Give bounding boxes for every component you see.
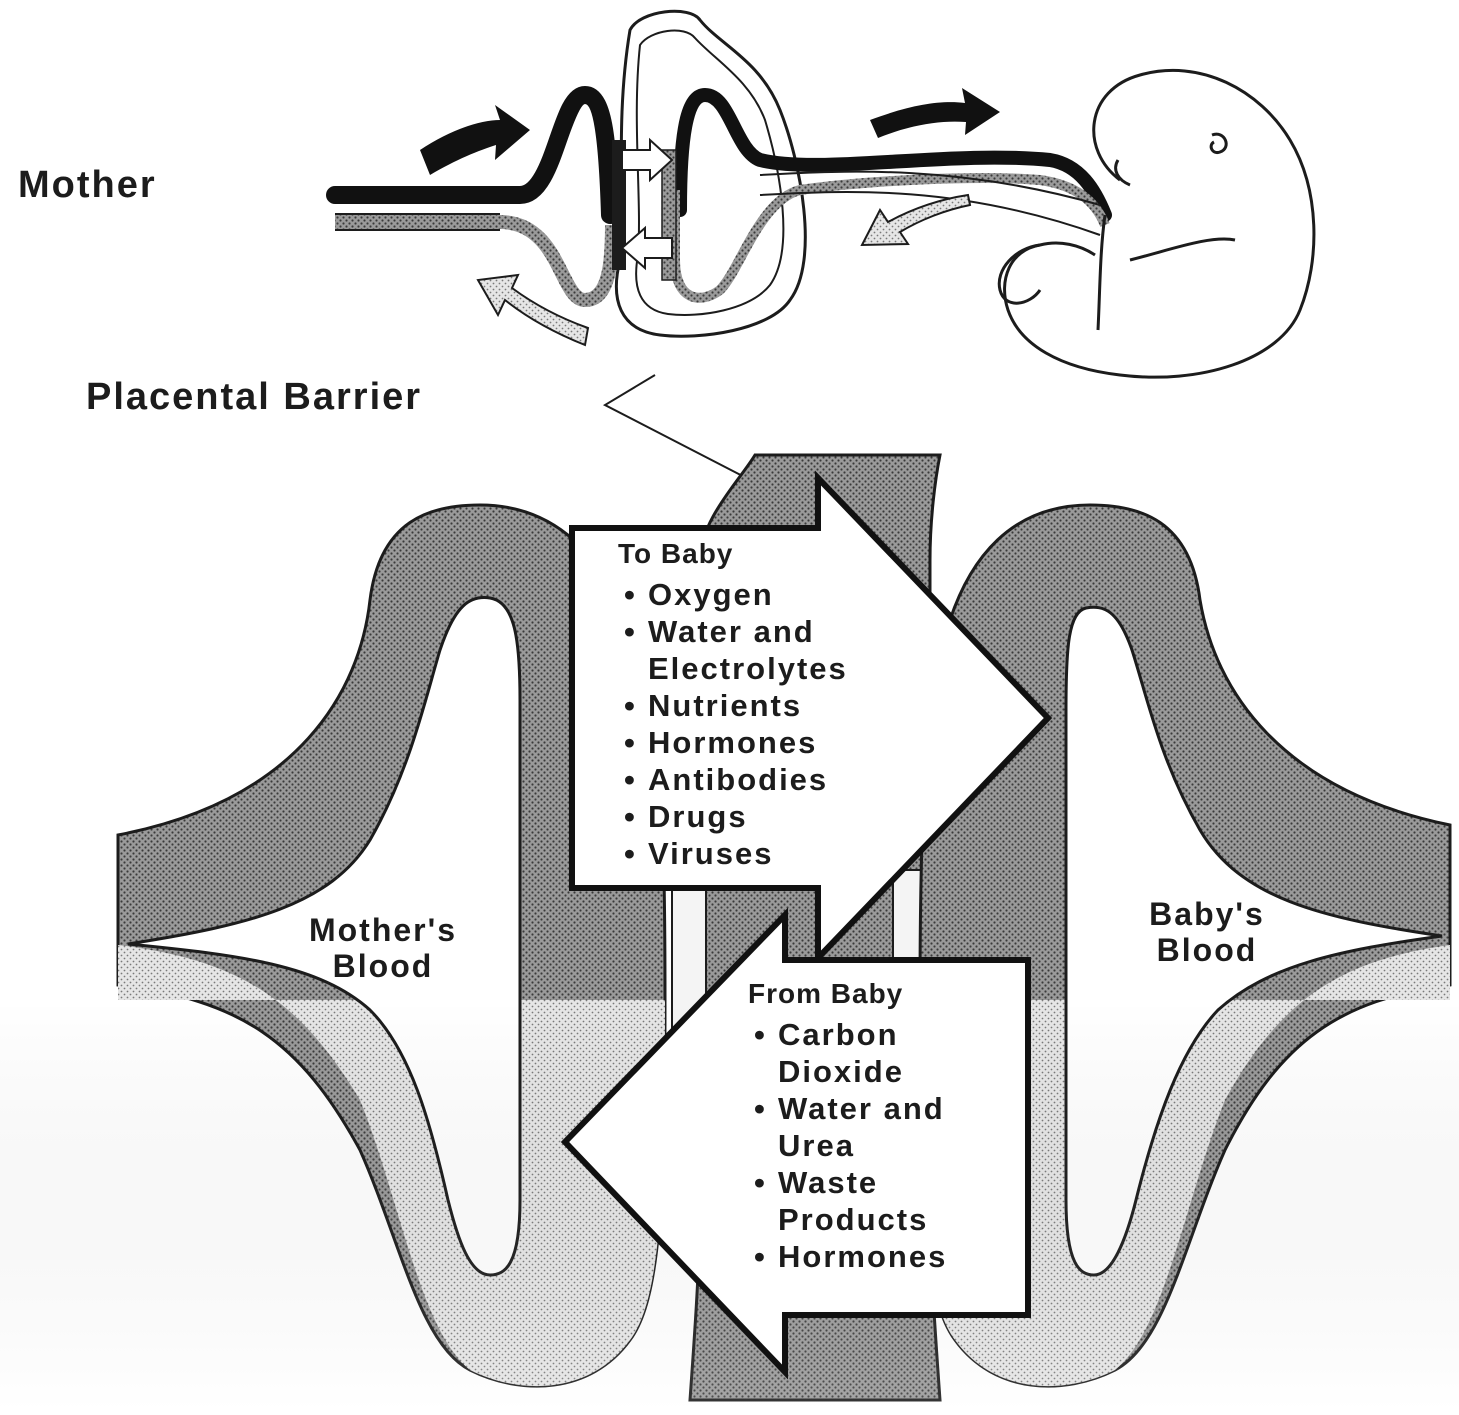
to-baby-title: To Baby (618, 538, 948, 570)
flow-arrow-in (420, 105, 530, 175)
to-baby-item: Drugs (618, 798, 948, 835)
mother-label: Mother (18, 164, 157, 207)
to-baby-item: Hormones (618, 724, 948, 761)
from-baby-item: Waste Products (748, 1164, 1008, 1238)
to-baby-item: Nutrients (618, 687, 948, 724)
to-baby-item: Antibodies (618, 761, 948, 798)
from-baby-title: From Baby (748, 978, 1018, 1010)
to-baby-list: Oxygen Water and Electrolytes Nutrients … (618, 576, 948, 872)
placental-barrier-leader (605, 375, 760, 485)
to-baby-item: Viruses (618, 835, 948, 872)
top-circulation-illustration (335, 11, 1314, 377)
maternal-artery (335, 95, 610, 215)
to-baby-panel: To Baby Oxygen Water and Electrolytes Nu… (618, 538, 948, 872)
from-baby-item: Carbon Dioxide (748, 1016, 978, 1090)
placental-barrier-label: Placental Barrier (86, 376, 422, 419)
to-baby-item: Water and Electrolytes (618, 613, 938, 687)
flow-arrow-out (870, 88, 1000, 138)
from-baby-item: Water and Urea (748, 1090, 1028, 1164)
maternal-vein (335, 222, 612, 300)
mothers-blood-label: Mother's Blood (268, 912, 498, 984)
from-baby-list: Carbon Dioxide Water and Urea Waste Prod… (748, 1016, 1018, 1275)
to-baby-item: Oxygen (618, 576, 948, 613)
from-baby-panel: From Baby Carbon Dioxide Water and Urea … (748, 978, 1018, 1275)
fetus-drawing (999, 70, 1314, 377)
babys-blood-label: Baby's Blood (1112, 896, 1302, 968)
from-baby-item: Hormones (748, 1238, 1018, 1275)
